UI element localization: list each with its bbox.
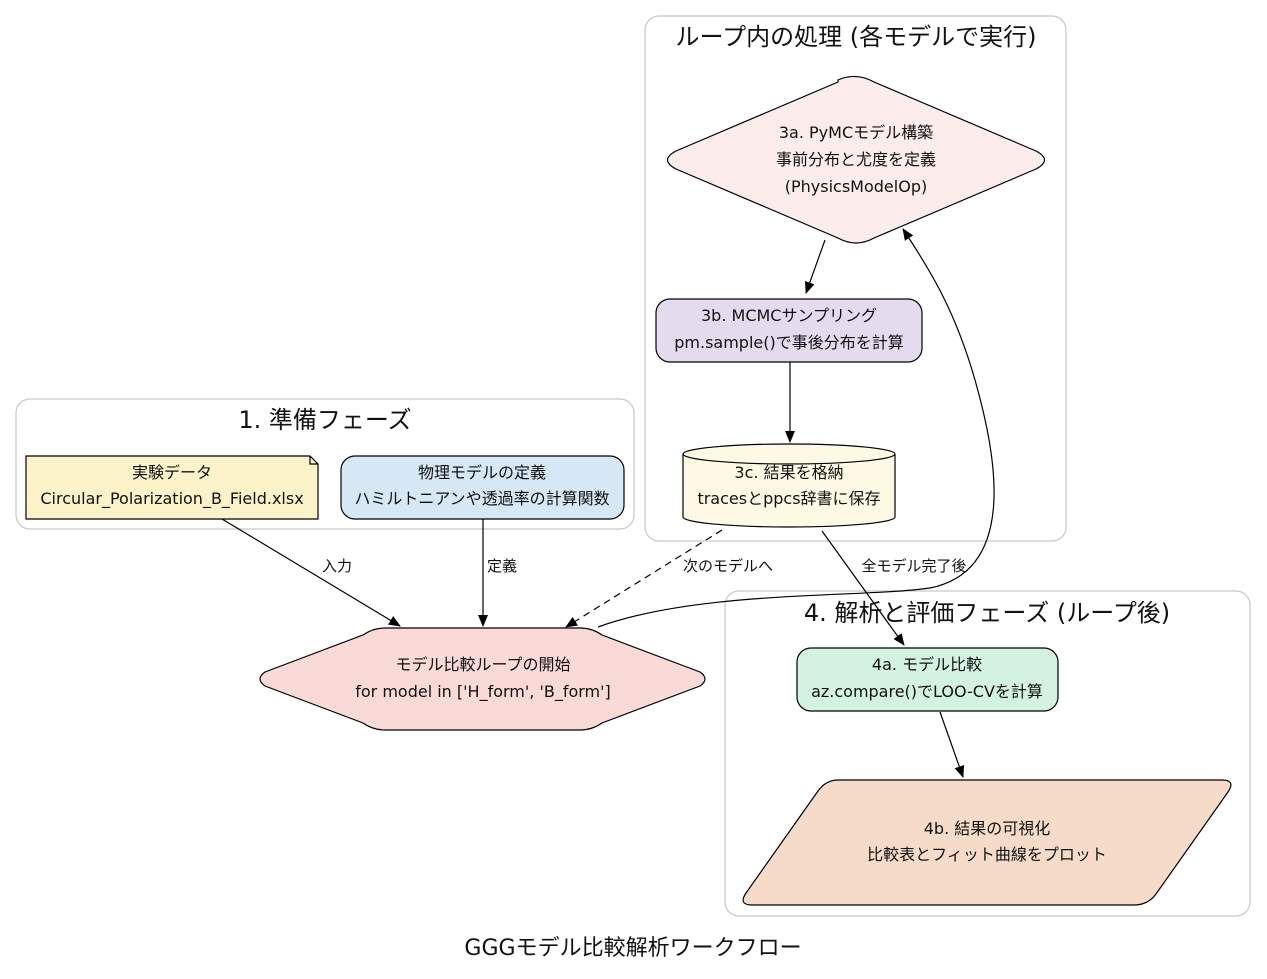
node-visualize-line1: 4b. 結果の可視化 <box>924 819 1051 838</box>
node-mcmc-sampling: 3b. MCMCサンプリング pm.sample()で事後分布を計算 <box>655 298 923 363</box>
edge-next-model <box>565 529 723 628</box>
node-model-comparison: 4a. モデル比較 az.compare()でLOO-CVを計算 <box>796 647 1059 712</box>
edge-all-done <box>821 530 905 646</box>
edge-input <box>221 518 401 627</box>
node-visualization: 4b. 結果の可視化 比較表とフィット曲線をプロット <box>742 779 1232 906</box>
node-model-def-line1: 物理モデルの定義 <box>418 463 546 482</box>
node-store-results: 3c. 結果を格納 tracesとppcs辞書に保存 <box>682 443 896 528</box>
node-model-def-line2: ハミルトニアンや透過率の計算関数 <box>354 489 609 508</box>
edge-loop-back <box>597 228 995 628</box>
diagram-title: GGGモデル比較解析ワークフロー <box>464 936 801 961</box>
node-build-line3: (PhysicsModelOp) <box>785 177 927 196</box>
node-store-line1: 3c. 結果を格納 <box>734 463 843 482</box>
node-loop-start: モデル比較ループの開始 for model in ['H_form', 'B_f… <box>259 627 706 731</box>
node-data-line2: Circular_Polarization_B_Field.xlsx <box>40 489 303 509</box>
node-compare-line1: 4a. モデル比較 <box>872 655 982 674</box>
node-visualize-line2: 比較表とフィット曲線をプロット <box>867 845 1107 864</box>
cluster-loop-title: ループ内の処理 (各モデルで実行) <box>676 23 1037 51</box>
node-model-definition: 物理モデルの定義 ハミルトニアンや透過率の計算関数 <box>340 455 625 520</box>
edges: 入力 定義 次のモデルへ 全モデル完了後 <box>221 228 995 778</box>
edge-label-next-model: 次のモデルへ <box>683 557 773 575</box>
cluster-preparation-title: 1. 準備フェーズ <box>238 406 411 434</box>
node-data-line1: 実験データ <box>132 463 212 482</box>
edge-compare-to-visualize <box>939 711 965 778</box>
node-mcmc-line2: pm.sample()で事後分布を計算 <box>674 333 904 352</box>
node-store-line2: tracesとppcs辞書に保存 <box>697 489 880 508</box>
edge-label-define: 定義 <box>487 557 517 575</box>
node-compare-line2: az.compare()でLOO-CVを計算 <box>811 682 1043 701</box>
node-build-line1: 3a. PyMCモデル構築 <box>779 123 933 142</box>
node-build-model: 3a. PyMCモデル構築 事前分布と尤度を定義 (PhysicsModelOp… <box>666 75 1046 244</box>
cluster-analysis-title: 4. 解析と評価フェーズ (ループ後) <box>804 599 1170 627</box>
node-loop-start-line1: モデル比較ループの開始 <box>395 655 570 674</box>
edge-label-input: 入力 <box>322 557 352 575</box>
node-build-line2: 事前分布と尤度を定義 <box>776 150 936 169</box>
node-loop-start-line2: for model in ['H_form', 'B_form'] <box>355 682 611 702</box>
edge-label-all-done: 全モデル完了後 <box>861 557 966 575</box>
node-experiment-data: 実験データ Circular_Polarization_B_Field.xlsx <box>25 455 319 520</box>
edge-build-to-mcmc <box>805 239 826 294</box>
node-mcmc-line1: 3b. MCMCサンプリング <box>701 306 877 325</box>
